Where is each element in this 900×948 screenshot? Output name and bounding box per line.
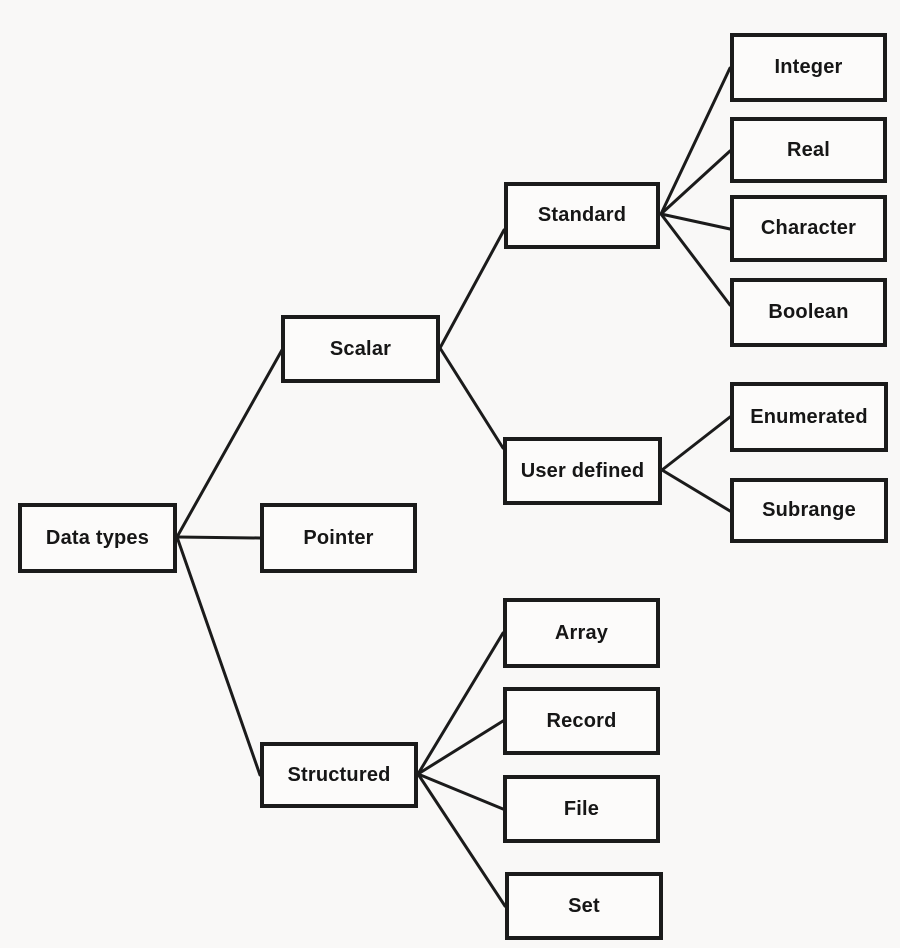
- node-record-label: Record: [546, 709, 617, 732]
- node-standard-label: Standard: [537, 204, 627, 226]
- node-array-label: Array: [554, 621, 609, 644]
- node-standard: Standard: [504, 182, 660, 249]
- node-subrange-label: Subrange: [762, 499, 856, 521]
- node-subrange: Subrange: [730, 478, 888, 543]
- node-integer-label: Integer: [774, 56, 843, 78]
- node-user-defined: User defined: [503, 437, 662, 505]
- node-file: File: [503, 775, 660, 843]
- node-record: Record: [503, 687, 660, 755]
- node-array: Array: [503, 598, 660, 668]
- node-boolean-label: Boolean: [768, 301, 849, 323]
- node-structured: Structured: [260, 742, 418, 808]
- node-character: Character: [730, 195, 887, 262]
- edge-user-defined-enumerated: [660, 415, 732, 472]
- node-set-label: Set: [568, 894, 600, 917]
- edge-user-defined-subrange: [660, 468, 732, 513]
- node-data-types: Data types: [18, 503, 177, 573]
- node-pointer: Pointer: [260, 503, 417, 573]
- edge-standard-boolean: [659, 212, 732, 307]
- edge-standard-integer: [659, 66, 732, 216]
- edge-scalar-user-defined: [438, 346, 505, 450]
- node-real-label: Real: [786, 138, 831, 161]
- node-data-types-label: Data types: [45, 526, 150, 549]
- edge-data-types-structured: [175, 535, 262, 777]
- node-enumerated: Enumerated: [730, 382, 888, 452]
- edge-structured-file: [416, 772, 505, 811]
- edge-standard-character: [659, 212, 732, 231]
- node-integer: Integer: [730, 33, 887, 102]
- node-scalar-label: Scalar: [329, 337, 392, 360]
- node-structured-label: Structured: [287, 763, 391, 786]
- node-set: Set: [505, 872, 663, 940]
- edge-standard-real: [659, 149, 732, 216]
- node-real: Real: [730, 117, 887, 183]
- node-user-defined-label: User defined: [520, 459, 645, 482]
- edge-scalar-standard: [438, 228, 506, 350]
- edge-data-types-scalar: [175, 348, 284, 539]
- edge-data-types-pointer: [175, 535, 262, 540]
- node-enumerated-label: Enumerated: [750, 405, 868, 428]
- node-boolean: Boolean: [730, 278, 887, 347]
- edge-structured-array: [416, 631, 505, 776]
- node-file-label: File: [563, 797, 600, 820]
- edge-structured-set: [416, 772, 507, 908]
- node-character-label: Character: [760, 217, 857, 239]
- node-pointer-label: Pointer: [303, 526, 374, 549]
- node-scalar: Scalar: [281, 315, 440, 383]
- edge-structured-record: [416, 719, 505, 776]
